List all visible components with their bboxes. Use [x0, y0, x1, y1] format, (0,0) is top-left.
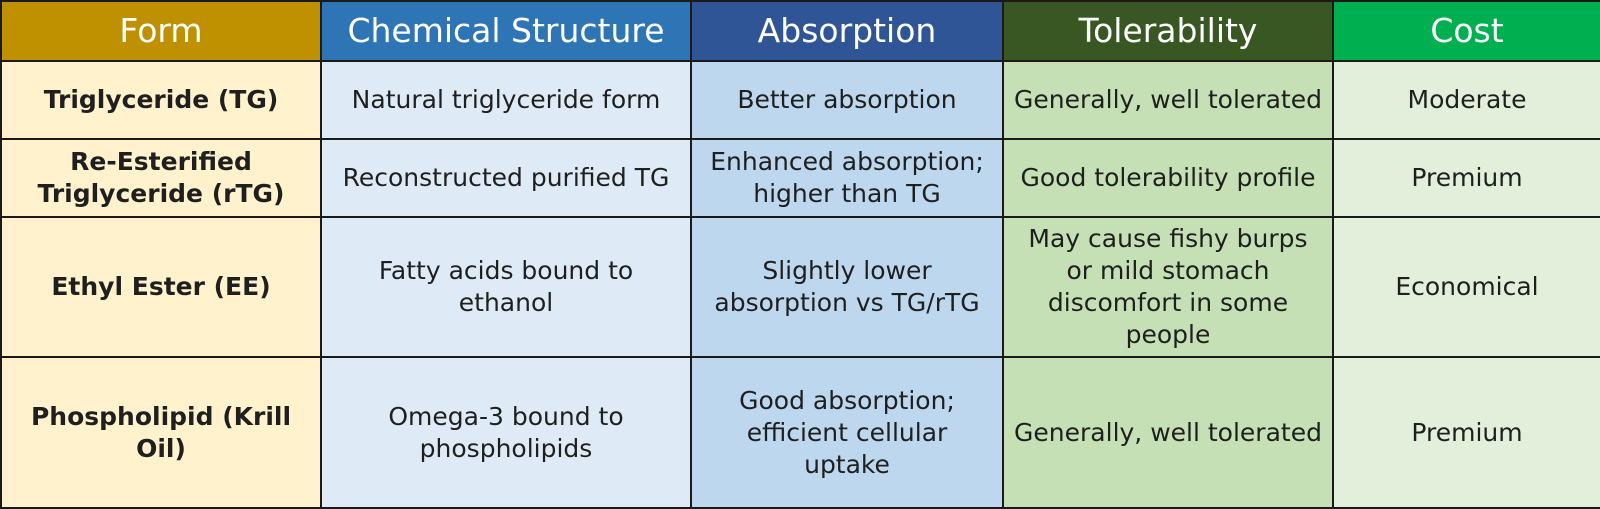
chemical-structure-cell: Natural triglyceride form	[320, 60, 692, 140]
tolerability-cell: Good tolerability profile	[1002, 138, 1334, 218]
form-cell: Phospholipid (Krill Oil)	[0, 356, 322, 509]
chemical-structure-cell: Reconstructed purified TG	[320, 138, 692, 218]
cost-cell: Economical	[1332, 216, 1600, 358]
cost-cell: Moderate	[1332, 60, 1600, 140]
cost-cell: Premium	[1332, 138, 1600, 218]
column-header-tolerability: Tolerability	[1002, 0, 1334, 62]
column-header-form: Form	[0, 0, 322, 62]
table-row: Re-Esterified Triglyceride (rTG) Reconst…	[0, 138, 1600, 218]
chemical-structure-cell: Fatty acids bound to ethanol	[320, 216, 692, 358]
table-row: Phospholipid (Krill Oil) Omega-3 bound t…	[0, 356, 1600, 509]
header-row: Form Chemical Structure Absorption Toler…	[0, 0, 1600, 62]
form-cell: Re-Esterified Triglyceride (rTG)	[0, 138, 322, 218]
absorption-cell: Better absorption	[690, 60, 1004, 140]
tolerability-cell: Generally, well tolerated	[1002, 356, 1334, 509]
tolerability-cell: Generally, well tolerated	[1002, 60, 1334, 140]
column-header-cost: Cost	[1332, 0, 1600, 62]
chemical-structure-cell: Omega-3 bound to phospholipids	[320, 356, 692, 509]
absorption-cell: Slightly lower absorption vs TG/rTG	[690, 216, 1004, 358]
form-cell: Ethyl Ester (EE)	[0, 216, 322, 358]
absorption-cell: Good absorption; efficient cellular upta…	[690, 356, 1004, 509]
cost-cell: Premium	[1332, 356, 1600, 509]
form-cell: Triglyceride (TG)	[0, 60, 322, 140]
tolerability-cell: May cause fishy burps or mild stomach di…	[1002, 216, 1334, 358]
table-row: Triglyceride (TG) Natural triglyceride f…	[0, 60, 1600, 140]
table-row: Ethyl Ester (EE) Fatty acids bound to et…	[0, 216, 1600, 358]
absorption-cell: Enhanced absorption; higher than TG	[690, 138, 1004, 218]
column-header-chemical-structure: Chemical Structure	[320, 0, 692, 62]
column-header-absorption: Absorption	[690, 0, 1004, 62]
